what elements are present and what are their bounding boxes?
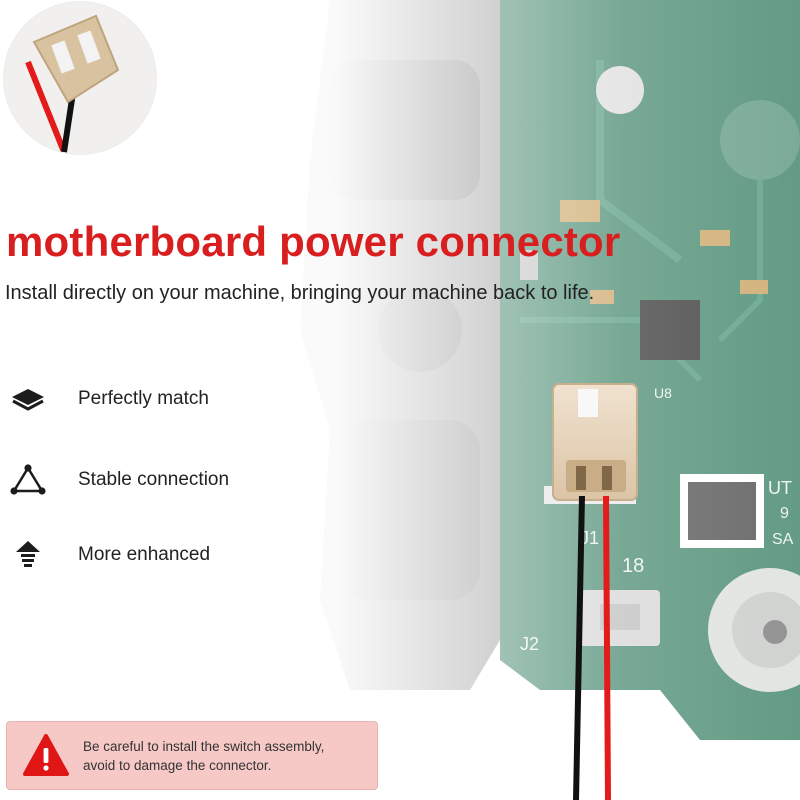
wire-red bbox=[603, 495, 611, 800]
connector bbox=[544, 383, 638, 504]
feature-perfect-match: Perfectly match bbox=[8, 382, 209, 416]
subheadline: Install directly on your machine, bringi… bbox=[5, 282, 595, 304]
connector-thumbnail bbox=[4, 2, 156, 154]
warning-line-1: Be careful to install the switch assembl… bbox=[83, 738, 325, 754]
feature-label: Perfectly match bbox=[78, 388, 209, 409]
feature-label: Stable connection bbox=[78, 469, 230, 490]
upload-arrow-icon bbox=[8, 538, 48, 572]
warning-text: Be careful to install the switch assembl… bbox=[83, 737, 324, 775]
feature-label: More enhanced bbox=[78, 544, 211, 565]
feature-stable-connection: Stable connection bbox=[8, 463, 229, 497]
triangle-nodes-icon bbox=[8, 463, 48, 497]
feature-more-enhanced: More enhanced bbox=[8, 538, 210, 572]
warning-box: Be careful to install the switch assembl… bbox=[6, 721, 378, 790]
warning-exclamation-icon bbox=[21, 731, 71, 781]
headline: motherboard power connector bbox=[6, 218, 621, 265]
wire-black bbox=[573, 495, 585, 800]
warning-line-2: avoid to damage the connector. bbox=[83, 757, 272, 773]
layers-icon bbox=[8, 382, 48, 416]
